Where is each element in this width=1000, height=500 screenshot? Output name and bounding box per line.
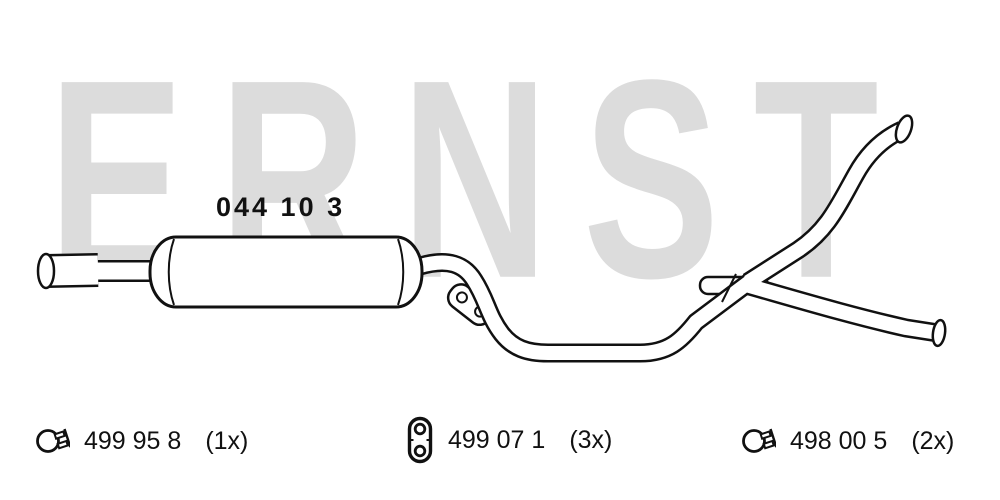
- accessory-part-number: 499 95 8: [84, 426, 182, 455]
- accessory-part-number: 498 00 5: [790, 426, 888, 455]
- pipe-joint-line: [721, 273, 737, 303]
- clamp-icon: [740, 424, 776, 458]
- accessory-part-number: 499 07 1: [448, 425, 546, 454]
- accessory-item-clamp-1: 499 95 8 (1x): [34, 424, 248, 458]
- part-number-label: 044 10 3: [216, 192, 346, 222]
- accessory-quantity: (2x): [911, 426, 955, 455]
- clamp-icon: [34, 424, 70, 458]
- accessory-item-hanger: 499 07 1 (3x): [406, 416, 612, 464]
- pipe-end-openings: [36, 114, 947, 348]
- accessory-quantity: (1x): [205, 426, 249, 455]
- rubber-hanger-icon: [406, 416, 434, 464]
- accessory-quantity: (3x): [569, 425, 613, 454]
- silencer-body: [148, 235, 424, 309]
- accessory-item-clamp-2: 498 00 5 (2x): [740, 424, 954, 458]
